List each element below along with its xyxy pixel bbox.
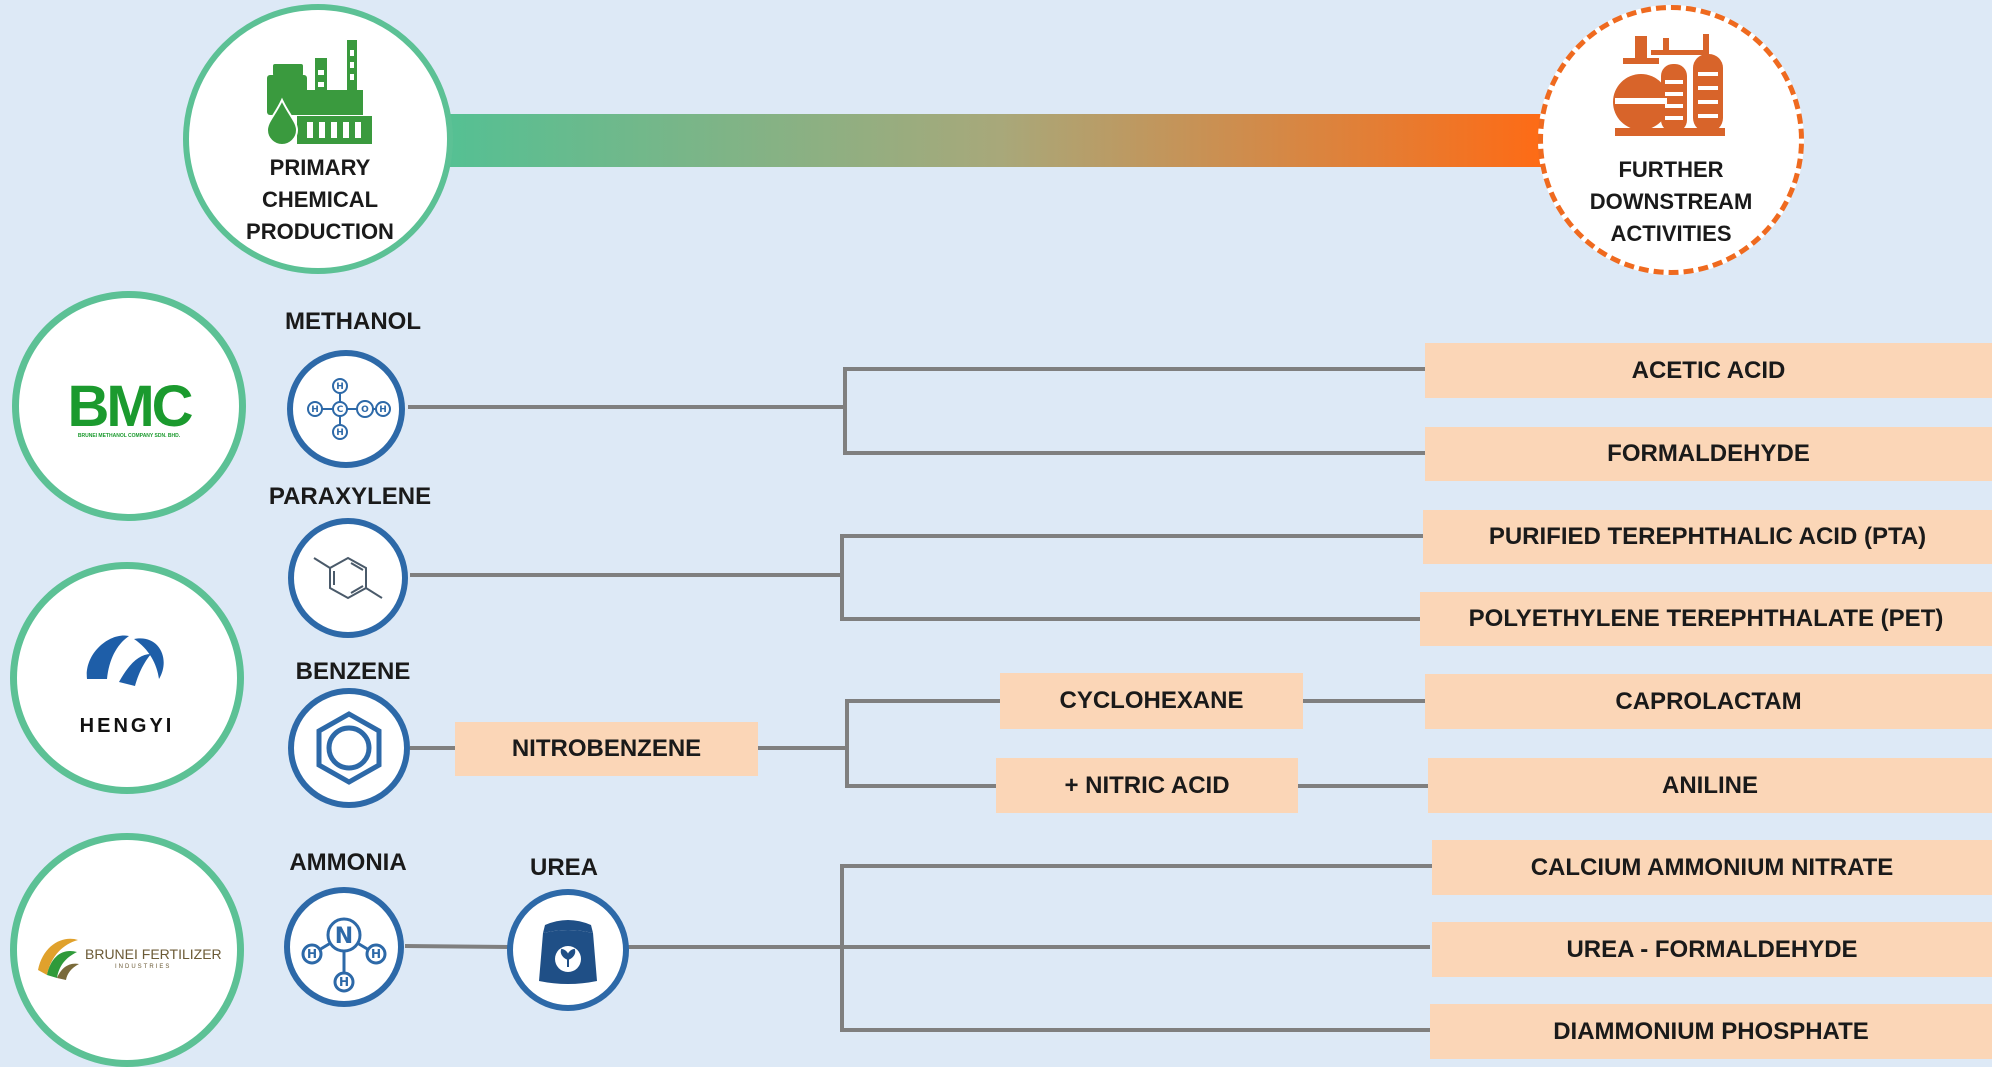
methanol-molecule-circle: H H C O H H	[287, 350, 405, 468]
ammonia-molecule-circle: N H H H	[284, 887, 404, 1007]
methanol-atom-2: H	[311, 405, 319, 415]
acetic-acid-box: ACETIC ACID	[1425, 343, 1992, 398]
paraxylene-molecule-icon	[313, 556, 383, 600]
methanol-atom-3: C	[337, 405, 344, 415]
downstream-circle: FURTHER DOWNSTREAM ACTIVITIES	[1538, 5, 1804, 275]
primary-label-line-3: PRODUCTION	[246, 219, 394, 244]
paraxylene-branch	[840, 534, 1423, 621]
downstream-label-line-1: FURTHER	[1618, 157, 1724, 182]
primary-production-circle: PRIMARY CHEMICAL PRODUCTION	[183, 4, 453, 274]
hengyi-logo-circle: HENGYI	[10, 562, 244, 794]
nitrobenzene-box: NITROBENZENE	[455, 722, 758, 776]
methanol-label: METHANOL	[285, 308, 421, 335]
methanol-branch	[843, 367, 1425, 455]
bmc-logo: BMC	[67, 374, 193, 439]
brunei-fertilizer-logo-text: BRUNEI FERTILIZER	[85, 946, 222, 962]
hengyi-logo-text: HENGYI	[79, 715, 175, 737]
urea-circle	[507, 889, 629, 1011]
downstream-label-line-3: ACTIVITIES	[1610, 221, 1732, 246]
diammonium-phosphate-box: DIAMMONIUM PHOSPHATE	[1430, 1004, 1992, 1059]
nitric-acid-box: + NITRIC ACID	[996, 758, 1298, 813]
caprolactam-box: CAPROLACTAM	[1425, 674, 1992, 729]
formaldehyde-box: FORMALDEHYDE	[1425, 427, 1992, 481]
primary-label-line-2: CHEMICAL	[261, 187, 379, 212]
benzene-molecule-icon	[316, 711, 382, 785]
bmc-logo-circle: BMC BRUNEI METHANOL COMPANY SDN. BHD.	[12, 291, 246, 521]
primary-label-line-1: PRIMARY	[269, 155, 371, 180]
methanol-atom-5: H	[379, 405, 387, 415]
urea-formaldehyde-box: UREA - FORMALDEHYDE	[1432, 922, 1992, 977]
methanol-atom-1: H	[336, 382, 344, 392]
fertilizer-bag-icon	[539, 920, 597, 984]
refinery-icon	[1613, 34, 1725, 136]
hengyi-logo-mark	[86, 635, 164, 686]
ammonia-atom-n: N	[335, 924, 353, 949]
cyclohexane-box: CYCLOHEXANE	[1000, 673, 1303, 729]
ammonia-atom-h2: H	[371, 947, 381, 961]
brunei-fertilizer-logo-subtext: INDUSTRIES	[115, 964, 172, 970]
methanol-atom-4: O	[361, 405, 369, 415]
brunei-fertilizer-logo-circle: BRUNEI FERTILIZER INDUSTRIES	[10, 833, 244, 1067]
ammonia-connector	[404, 944, 511, 949]
brunei-fertilizer-logo-mark	[38, 938, 79, 980]
ammonia-label: AMMONIA	[289, 849, 407, 876]
calcium-ammonium-nitrate-box: CALCIUM AMMONIUM NITRATE	[1432, 840, 1992, 895]
bmc-logo-subtext: BRUNEI METHANOL COMPANY SDN. BHD.	[77, 433, 181, 439]
factory-icon	[265, 40, 372, 145]
aniline-box: ANILINE	[1428, 758, 1992, 813]
downstream-label-line-2: DOWNSTREAM	[1589, 189, 1753, 214]
pta-box: PURIFIED TEREPHTHALIC ACID (PTA)	[1423, 510, 1992, 564]
ammonia-atom-h1: H	[307, 947, 317, 961]
benzene-label: BENZENE	[295, 658, 411, 685]
urea-label: UREA	[529, 854, 599, 881]
methanol-atom-6: H	[336, 428, 344, 438]
ammonia-atom-h3: H	[339, 975, 349, 989]
ammonia-molecule-icon: N H H H	[301, 917, 387, 993]
benzene-branch	[845, 699, 1000, 788]
paraxylene-label: PARAXYLENE	[268, 483, 432, 510]
methanol-molecule-icon: H H C O H H	[307, 378, 391, 440]
paraxylene-molecule-circle	[288, 518, 408, 638]
urea-branch	[840, 864, 1432, 1032]
benzene-molecule-circle	[288, 688, 410, 808]
pet-box: POLYETHYLENE TEREPHTHALATE (PET)	[1420, 592, 1992, 646]
progression-bar	[450, 114, 1550, 167]
